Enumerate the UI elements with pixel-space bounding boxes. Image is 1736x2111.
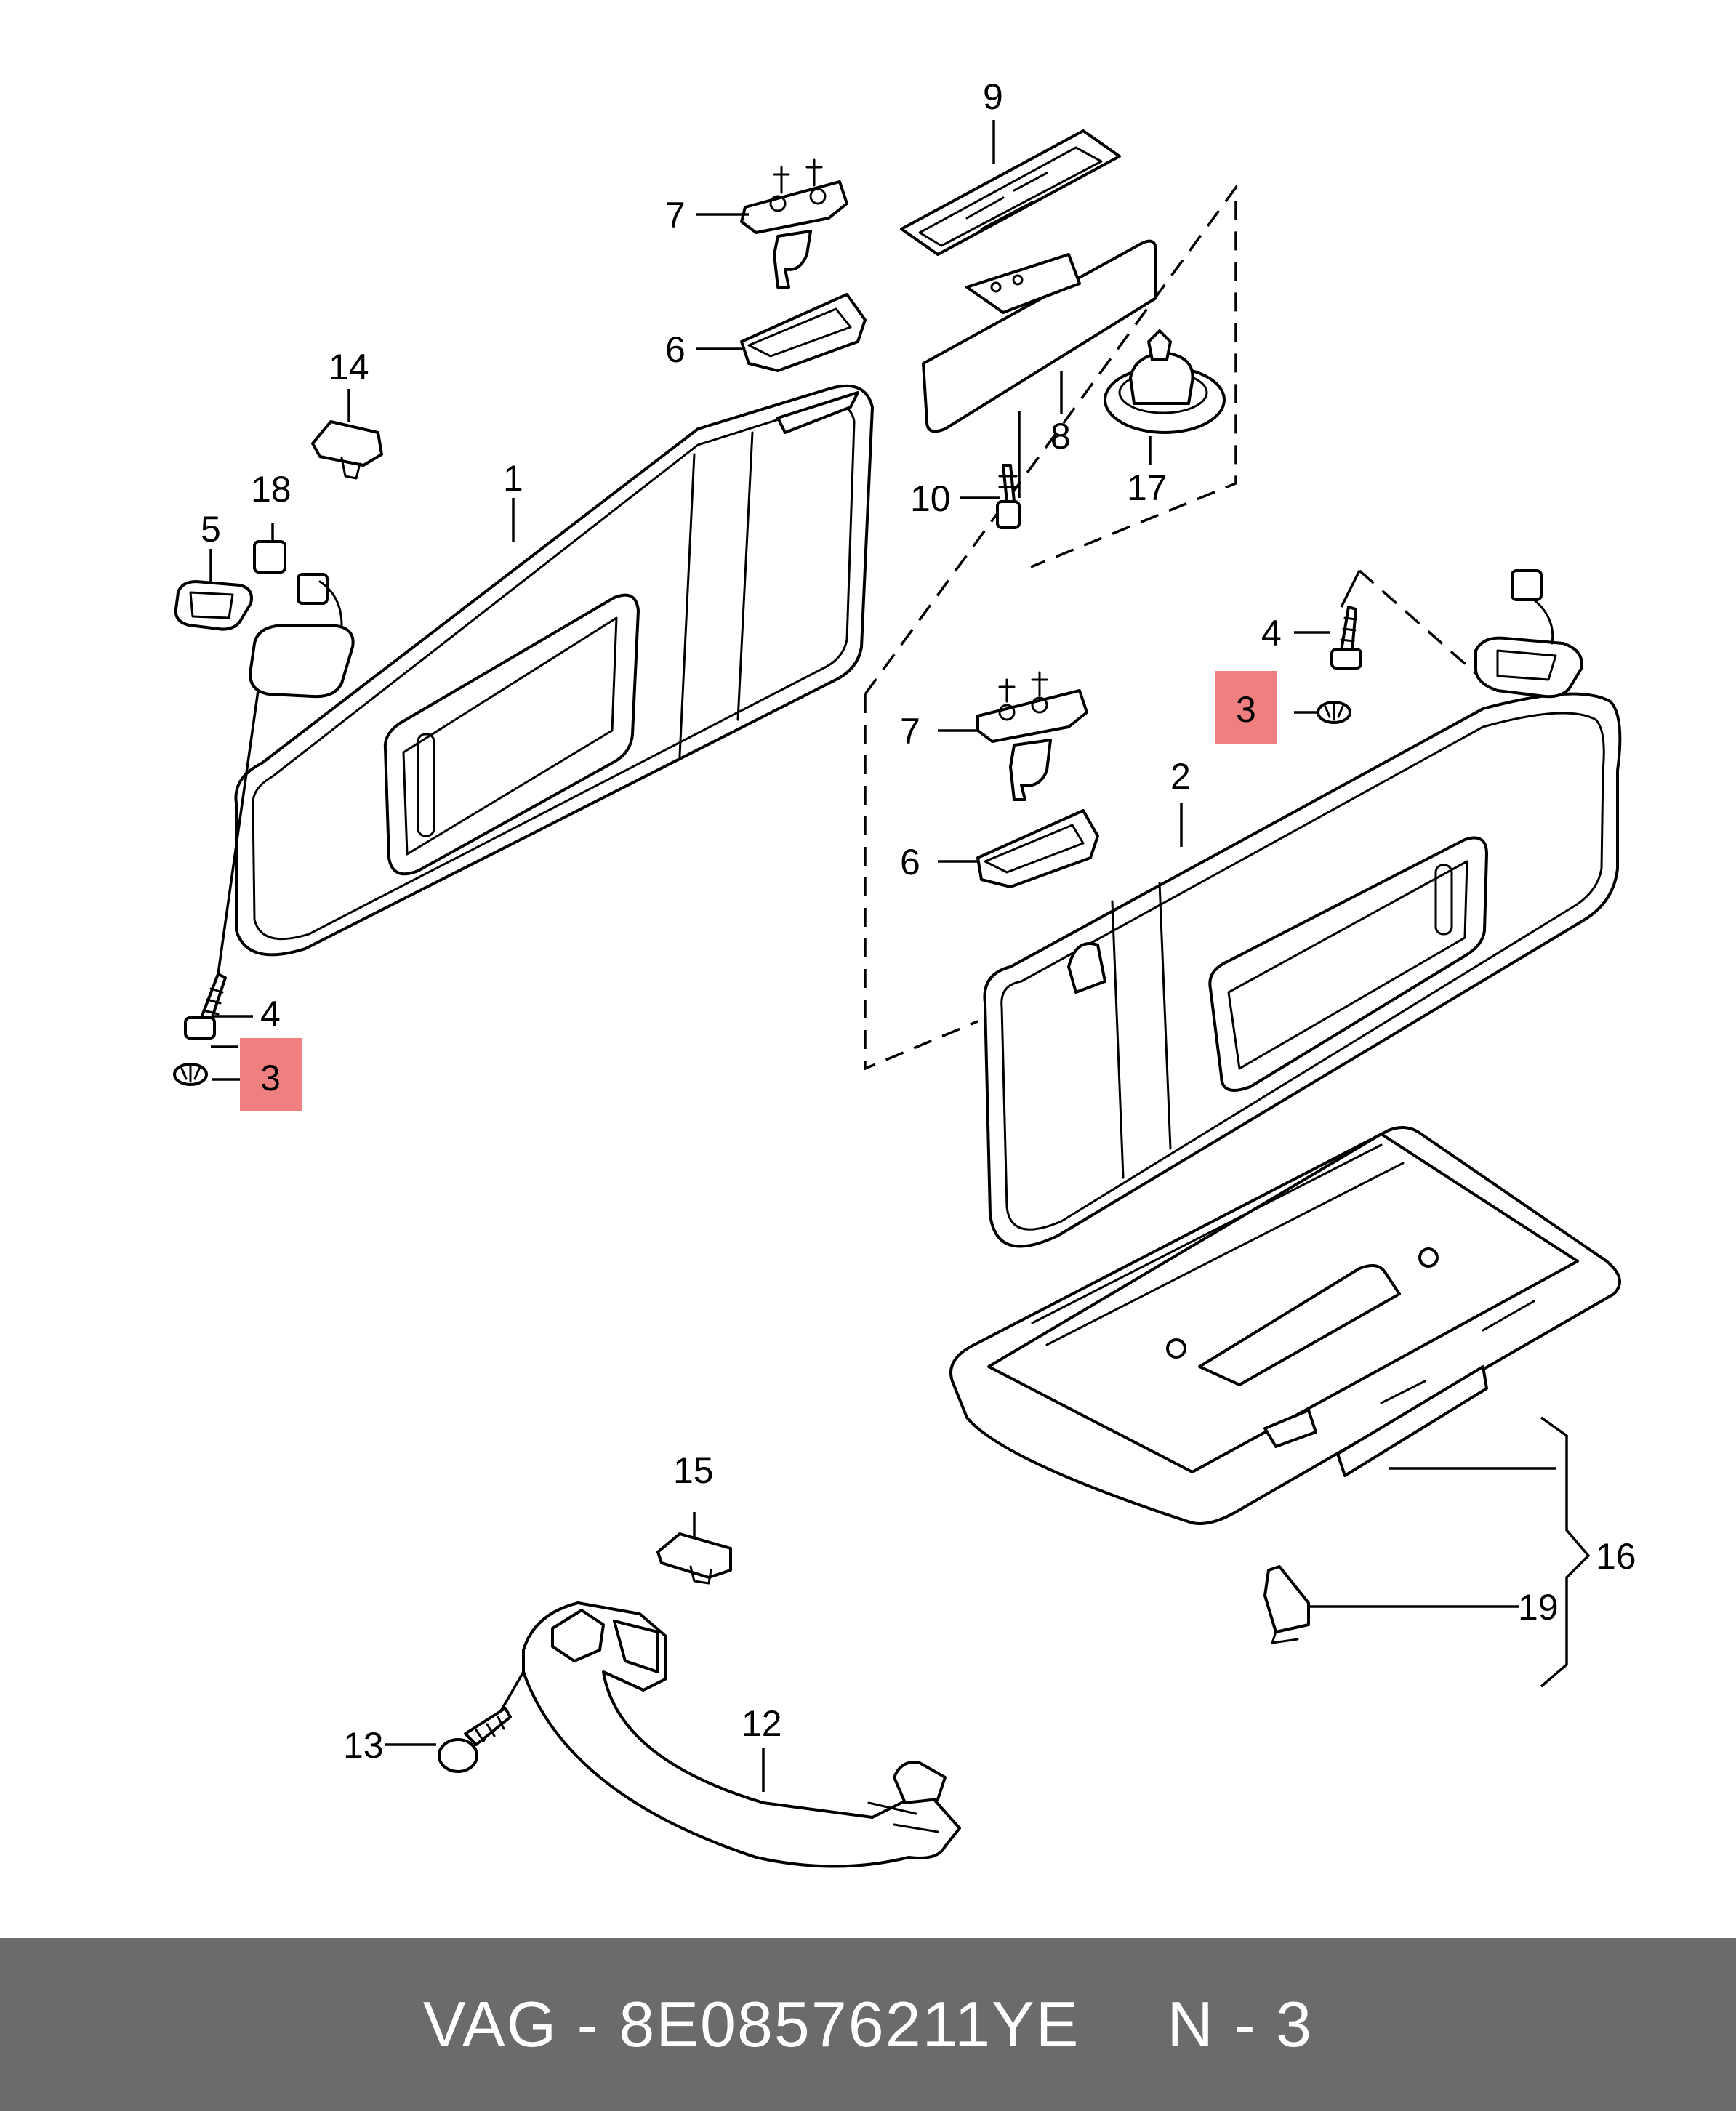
callout-4-left: 4 xyxy=(260,994,281,1034)
diagram-position-label: N - 3 xyxy=(1167,1988,1314,2060)
clip-part-19 xyxy=(1263,1565,1310,1644)
callout-7-upper: 7 xyxy=(665,195,686,236)
callout-6-lower: 6 xyxy=(900,842,920,882)
screw-part-13 xyxy=(438,1707,512,1773)
callout-9: 9 xyxy=(983,76,1003,117)
upper-mount-bracket xyxy=(740,158,848,289)
lower-mount-bracket xyxy=(976,671,1088,801)
callout-3-left: 3 xyxy=(260,1058,281,1098)
exploded-parts-diagram: 1 2 3 3 4 4 5 6 6 7 7 8 9 10 12 13 14 15… xyxy=(173,76,1636,1868)
callout-5: 5 xyxy=(201,509,221,550)
callout-4-right: 4 xyxy=(1261,613,1282,654)
left-screw-and-nut xyxy=(173,690,260,1086)
mirror-light-frame xyxy=(900,129,1121,256)
highlight-box-3-left xyxy=(240,1038,302,1111)
callout-16: 16 xyxy=(1596,1536,1636,1577)
right-visor-mount-clip xyxy=(1474,569,1583,699)
screw-part-10 xyxy=(996,464,1021,529)
highlight-box-3-right xyxy=(1215,671,1277,744)
clip-part-15 xyxy=(656,1532,732,1585)
callout-1: 1 xyxy=(503,458,523,499)
callout-3-right: 3 xyxy=(1236,689,1256,730)
leader-lines xyxy=(209,120,1591,1792)
assembly-boundary-lines xyxy=(864,183,1484,1071)
left-visor-mount-clip xyxy=(174,540,355,699)
lower-cover-cap xyxy=(976,809,1099,888)
upper-cover-cap xyxy=(740,293,867,372)
right-sun-visor xyxy=(983,692,1622,1248)
clip-part-14 xyxy=(311,420,383,480)
callout-17: 17 xyxy=(1127,467,1168,508)
callout-7-lower: 7 xyxy=(900,711,920,752)
callout-10: 10 xyxy=(910,478,951,519)
callout-8: 8 xyxy=(1050,416,1071,457)
callout-2: 2 xyxy=(1170,756,1191,797)
left-sun-visor xyxy=(234,384,874,957)
grab-handle xyxy=(482,1601,961,1868)
callout-6-upper: 6 xyxy=(665,329,686,370)
headliner-console-tray xyxy=(949,1126,1621,1525)
right-screw-and-nut xyxy=(1317,570,1362,724)
vanity-mirror-bar xyxy=(922,239,1157,433)
callout-labels: 1 2 3 3 4 4 5 6 6 7 7 8 9 10 12 13 14 15… xyxy=(201,76,1636,1766)
callout-14: 14 xyxy=(329,347,369,387)
footer-bar: VAG - 8E08576211YE N - 3 xyxy=(0,1938,1736,2111)
callout-13: 13 xyxy=(343,1725,384,1766)
callout-19: 19 xyxy=(1518,1587,1559,1628)
callout-15: 15 xyxy=(673,1450,714,1491)
callout-18: 18 xyxy=(251,469,292,510)
callout-12: 12 xyxy=(742,1703,782,1744)
part-number-label: VAG - 8E08576211YE xyxy=(422,1988,1080,2060)
grommet-part-17 xyxy=(1104,329,1226,434)
